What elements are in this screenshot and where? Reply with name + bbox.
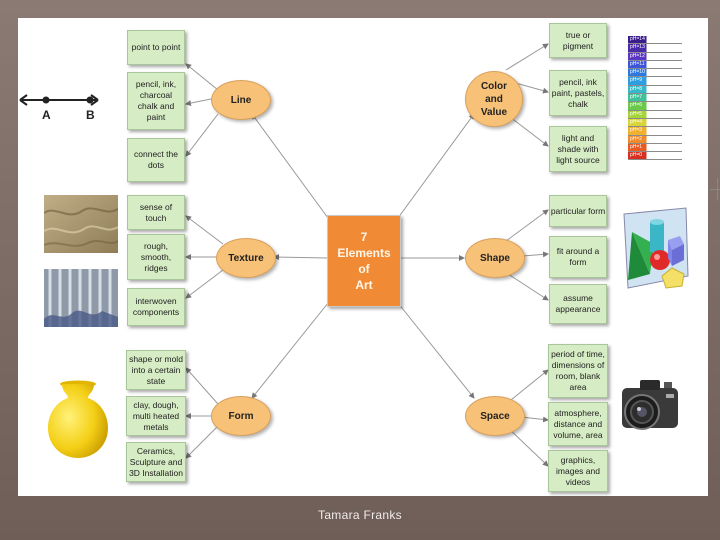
leaf-texture-3: interwoven components	[127, 288, 185, 326]
ph-scale-row: pH=9	[628, 77, 682, 86]
center-node: 7 Elements of Art	[327, 215, 401, 307]
rough-texture-image	[44, 195, 118, 253]
leaf-space-2: atmosphere, distance and volume, area	[548, 402, 608, 446]
geometric-shapes-image	[623, 207, 689, 289]
connector-lines	[185, 43, 549, 467]
ph-scale-row: pH=3	[628, 127, 682, 136]
point-a-label: A	[42, 108, 51, 122]
topic-texture: Texture	[216, 238, 276, 278]
point-b-label: B	[86, 108, 95, 122]
leaf-texture-2: rough, smooth, ridges	[127, 234, 185, 280]
topic-shape: Shape	[465, 238, 525, 278]
leaf-shape-3: assume appearance	[549, 284, 607, 324]
ph-scale-row: pH=2	[628, 135, 682, 144]
leaf-color-1: true or pigment	[549, 23, 607, 58]
leaf-line-1: point to point	[127, 30, 185, 65]
ph-scale-row: pH=5	[628, 110, 682, 119]
ridged-metal-image	[44, 269, 118, 327]
ph-scale-row: pH=7	[628, 94, 682, 103]
leaf-form-2: clay, dough, multi heated metals	[126, 396, 186, 436]
ph-scale-row: pH=12	[628, 52, 682, 61]
camera-image	[622, 380, 678, 430]
leaf-line-2: pencil, ink, charcoal chalk and paint	[127, 72, 185, 130]
leaf-color-3: light and shade with light source	[549, 126, 607, 172]
ph-scale-row: pH=0	[628, 152, 682, 161]
leaf-space-3: graphics, images and videos	[548, 450, 608, 492]
ph-scale-row: pH=14	[628, 36, 682, 45]
ph-scale-row: pH=4	[628, 118, 682, 128]
ph-scale-row: pH=6	[628, 102, 682, 111]
leaf-color-2: pencil, ink paint, pastels, chalk	[549, 70, 607, 116]
line-segment-figure: A B	[19, 94, 99, 122]
leaf-form-1: shape or mold into a certain state	[126, 350, 186, 390]
leaf-line-3: connect the dots	[127, 138, 185, 182]
ph-scale-row: pH=10	[628, 69, 682, 78]
ph-scale-row: pH=13	[628, 44, 682, 53]
ph-scale-row: pH=11	[628, 60, 682, 70]
topic-line: Line	[211, 80, 271, 120]
leaf-shape-1: particular form	[549, 195, 607, 227]
leaf-shape-2: fit around a form	[549, 236, 607, 278]
leaf-form-3: Ceramics, Sculpture and 3D Installation	[126, 442, 186, 482]
ph-scale-row: pH=1	[628, 143, 682, 153]
leaf-texture-1: sense of touch	[127, 195, 185, 230]
leaf-space-1: period of time, dimensions of room, blan…	[548, 344, 608, 398]
topic-space: Space	[465, 396, 525, 436]
ph-scale-row: pH=8	[628, 85, 682, 95]
topic-form: Form	[211, 396, 271, 436]
topic-color-value: Color and Value	[465, 71, 523, 127]
author-footer: Tamara Franks	[318, 508, 402, 522]
yellow-vase-image	[48, 380, 108, 458]
crosshair-mark	[710, 178, 720, 200]
slide-canvas: 7 Elements of Art Line Texture Form Colo…	[18, 18, 720, 496]
